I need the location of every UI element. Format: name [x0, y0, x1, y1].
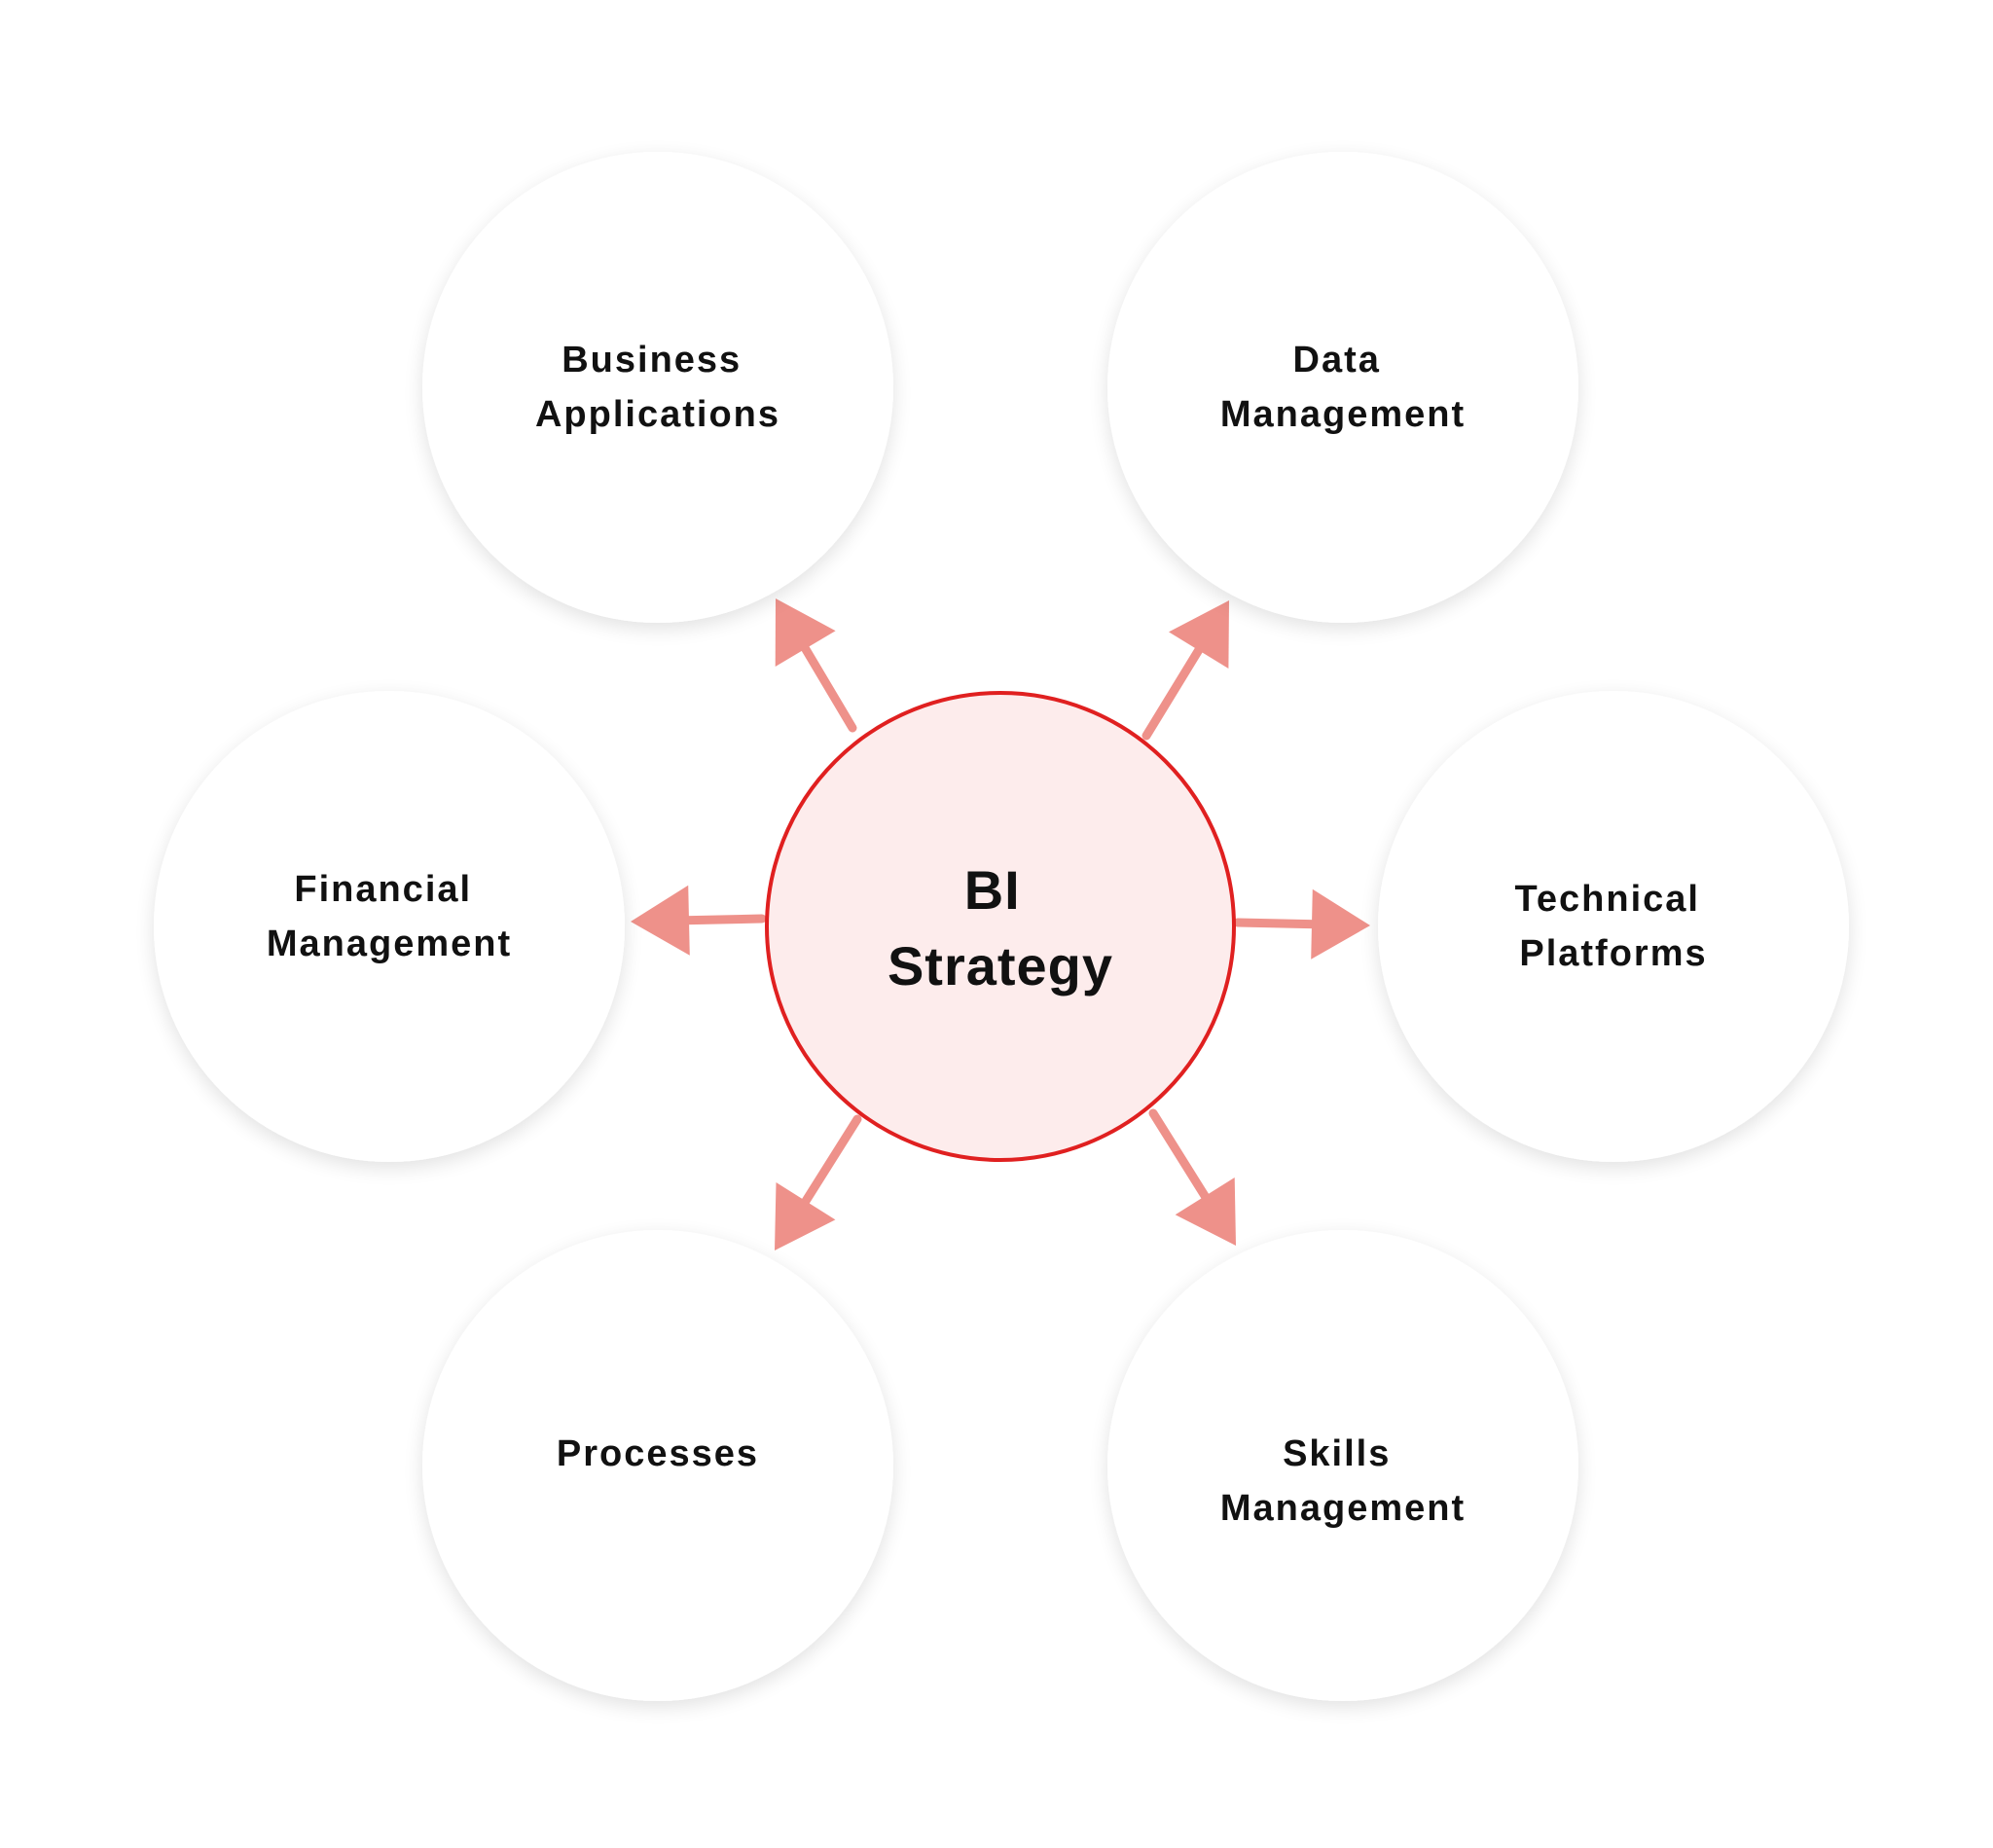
node-business-applications-line-2: Applications: [535, 394, 780, 435]
arrow-to-processes: [775, 1114, 862, 1250]
svg-text:Technical Platforms: Technical Platforms: [1514, 879, 1712, 974]
arrow-to-business-applications-shaft: [799, 640, 857, 733]
center-node-bi-strategy: BI Strategy: [765, 691, 1236, 1162]
node-financial-management: Financial Management: [154, 691, 625, 1162]
node-technical-platforms-circle: [1378, 691, 1849, 1162]
svg-text:Financial Management: Financial Management: [267, 869, 512, 964]
svg-text:BI Strategy: BI Strategy: [888, 859, 1113, 996]
arrows-layer: [631, 598, 1370, 1250]
arrow-to-skills-management: [1148, 1108, 1236, 1246]
node-financial-management-circle: [154, 691, 625, 1162]
node-data-management-circle: [1107, 152, 1578, 623]
arrow-to-processes-shaft: [799, 1114, 862, 1210]
arrow-to-skills-management-head: [1175, 1178, 1236, 1246]
node-business-applications: Business Applications: [422, 152, 893, 623]
node-processes-circle: [422, 1230, 893, 1701]
node-financial-management-line-1: Financial: [294, 869, 472, 910]
center-label-line-2: Strategy: [888, 935, 1113, 996]
node-technical-platforms-line-2: Platforms: [1519, 933, 1707, 974]
center-circle: [765, 691, 1236, 1162]
node-skills-management-line-1: Skills: [1283, 1433, 1391, 1474]
arrow-to-business-applications-head: [775, 598, 836, 667]
node-business-applications-line-1: Business: [562, 340, 742, 380]
node-data-management-line-1: Data: [1293, 340, 1381, 380]
node-technical-platforms-line-1: Technical: [1514, 879, 1699, 920]
arrow-to-technical-platforms-head: [1311, 888, 1370, 960]
node-business-applications-circle: [422, 152, 893, 623]
node-processes: Processes: [422, 1230, 893, 1701]
arrow-to-data-management-shaft: [1141, 642, 1206, 741]
svg-text:Data Management: Data Management: [1220, 340, 1466, 435]
center-label-line-1: BI: [964, 859, 1021, 921]
arrow-to-processes-head: [775, 1182, 836, 1250]
arrow-to-data-management-head: [1169, 600, 1229, 669]
svg-text:Business Applications: Business Applications: [535, 340, 780, 435]
node-skills-management-line-2: Management: [1220, 1488, 1466, 1529]
arrow-to-skills-management-shaft: [1148, 1108, 1212, 1205]
arrow-to-data-management: [1141, 600, 1229, 741]
svg-text:Skills Management: Skills Management: [1220, 1433, 1466, 1529]
arrow-to-financial-management-head: [631, 885, 690, 956]
node-technical-platforms: Technical Platforms: [1378, 691, 1849, 1162]
node-financial-management-line-2: Management: [267, 924, 512, 964]
node-data-management-line-2: Management: [1220, 394, 1466, 435]
node-processes-line-1: Processes: [557, 1433, 759, 1474]
arrow-to-financial-management: [631, 885, 767, 956]
node-data-management: Data Management: [1107, 152, 1578, 623]
svg-text:Processes: Processes: [557, 1433, 759, 1474]
arrow-to-financial-management-shaft: [680, 914, 767, 925]
arrow-to-technical-platforms-shaft: [1233, 918, 1321, 929]
node-skills-management: Skills Management: [1107, 1230, 1578, 1701]
arrow-to-business-applications: [775, 598, 857, 733]
node-skills-management-circle: [1107, 1230, 1578, 1701]
arrow-to-technical-platforms: [1233, 888, 1370, 960]
